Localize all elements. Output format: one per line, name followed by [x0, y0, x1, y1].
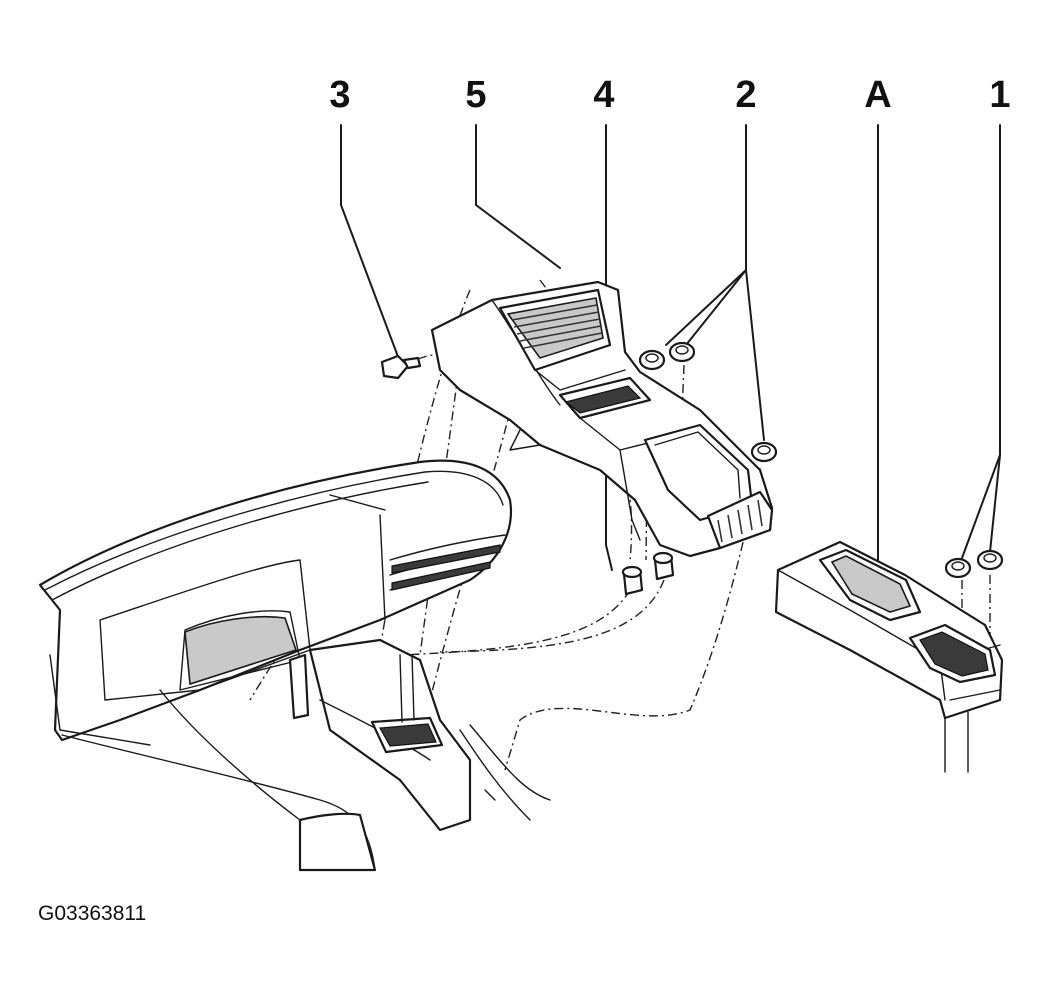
rear-console-A: [774, 540, 1004, 773]
vent-grille: [511, 304, 603, 349]
clip-3: [380, 354, 422, 380]
callout-3: 3: [329, 74, 350, 116]
floor-tunnel: [288, 638, 551, 832]
nuts-2: [638, 341, 778, 463]
figure-id: G03363811: [38, 902, 146, 925]
nut-1a: [944, 557, 972, 579]
callout-2: 2: [735, 74, 756, 116]
callout-1: 1: [989, 74, 1010, 116]
callout-A: A: [864, 74, 891, 116]
spacer-4a: [621, 565, 644, 596]
callout-4: 4: [593, 74, 614, 116]
instrument-panel: [38, 459, 512, 872]
spacers-4: [621, 551, 675, 596]
nut-2c: [750, 441, 778, 463]
console-rear-ribs: [717, 499, 763, 543]
nuts-1: [944, 549, 1004, 579]
callout-5: 5: [465, 74, 486, 116]
nut-1b: [976, 549, 1004, 571]
center-console-5: [430, 280, 774, 558]
nut-2a: [638, 349, 666, 371]
spacer-4b: [652, 551, 675, 581]
nut-2b: [668, 341, 696, 363]
leader-lines: [340, 124, 1001, 571]
